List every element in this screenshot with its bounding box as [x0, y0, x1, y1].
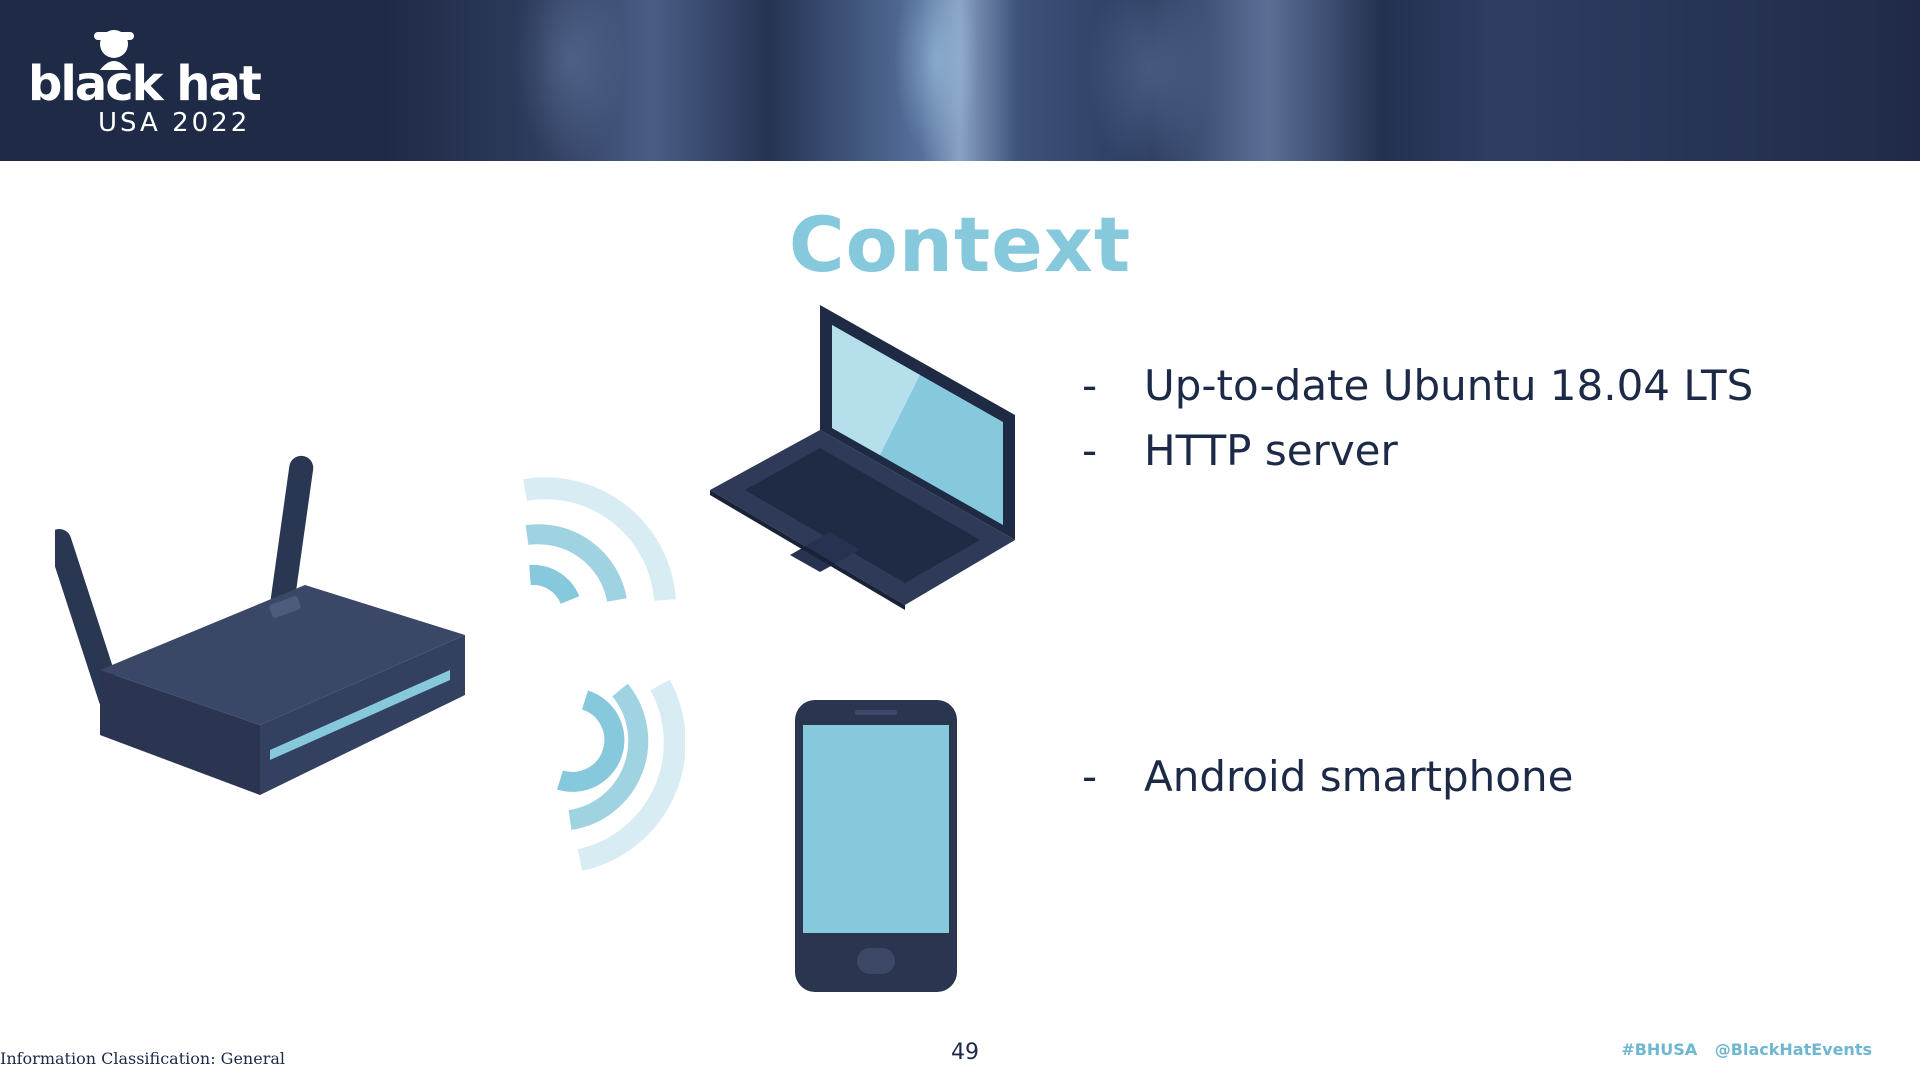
bullet-ubuntu: Up-to-date Ubuntu 18.04 LTS [1144, 361, 1754, 410]
bullet-dash: - [1082, 752, 1098, 801]
bullet-http-server: HTTP server [1144, 426, 1398, 475]
handle-text: @BlackHatEvents [1714, 1040, 1872, 1059]
header-banner: black hat USA 2022 [0, 0, 1920, 161]
smartphone-icon [795, 700, 957, 992]
blackhat-logo: black hat USA 2022 [28, 26, 308, 146]
slide-title: Context [788, 200, 1132, 289]
page-number: 49 [951, 1040, 979, 1065]
classification-label: Information Classification: General [0, 1049, 286, 1068]
laptop-icon [710, 305, 1015, 610]
bullet-dash: - [1082, 426, 1098, 475]
bullet-android: Android smartphone [1144, 752, 1574, 801]
footer-social: #BHUSA @BlackHatEvents [1621, 1040, 1872, 1059]
logo-brand-text: black hat [28, 56, 262, 112]
hashtag-text: #BHUSA [1621, 1040, 1698, 1059]
logo-event-text: USA 2022 [98, 108, 251, 138]
router-icon [55, 455, 465, 795]
wifi-signal-icon [523, 477, 685, 870]
hat-figure-icon [94, 30, 134, 70]
bullet-dash: - [1082, 361, 1098, 410]
